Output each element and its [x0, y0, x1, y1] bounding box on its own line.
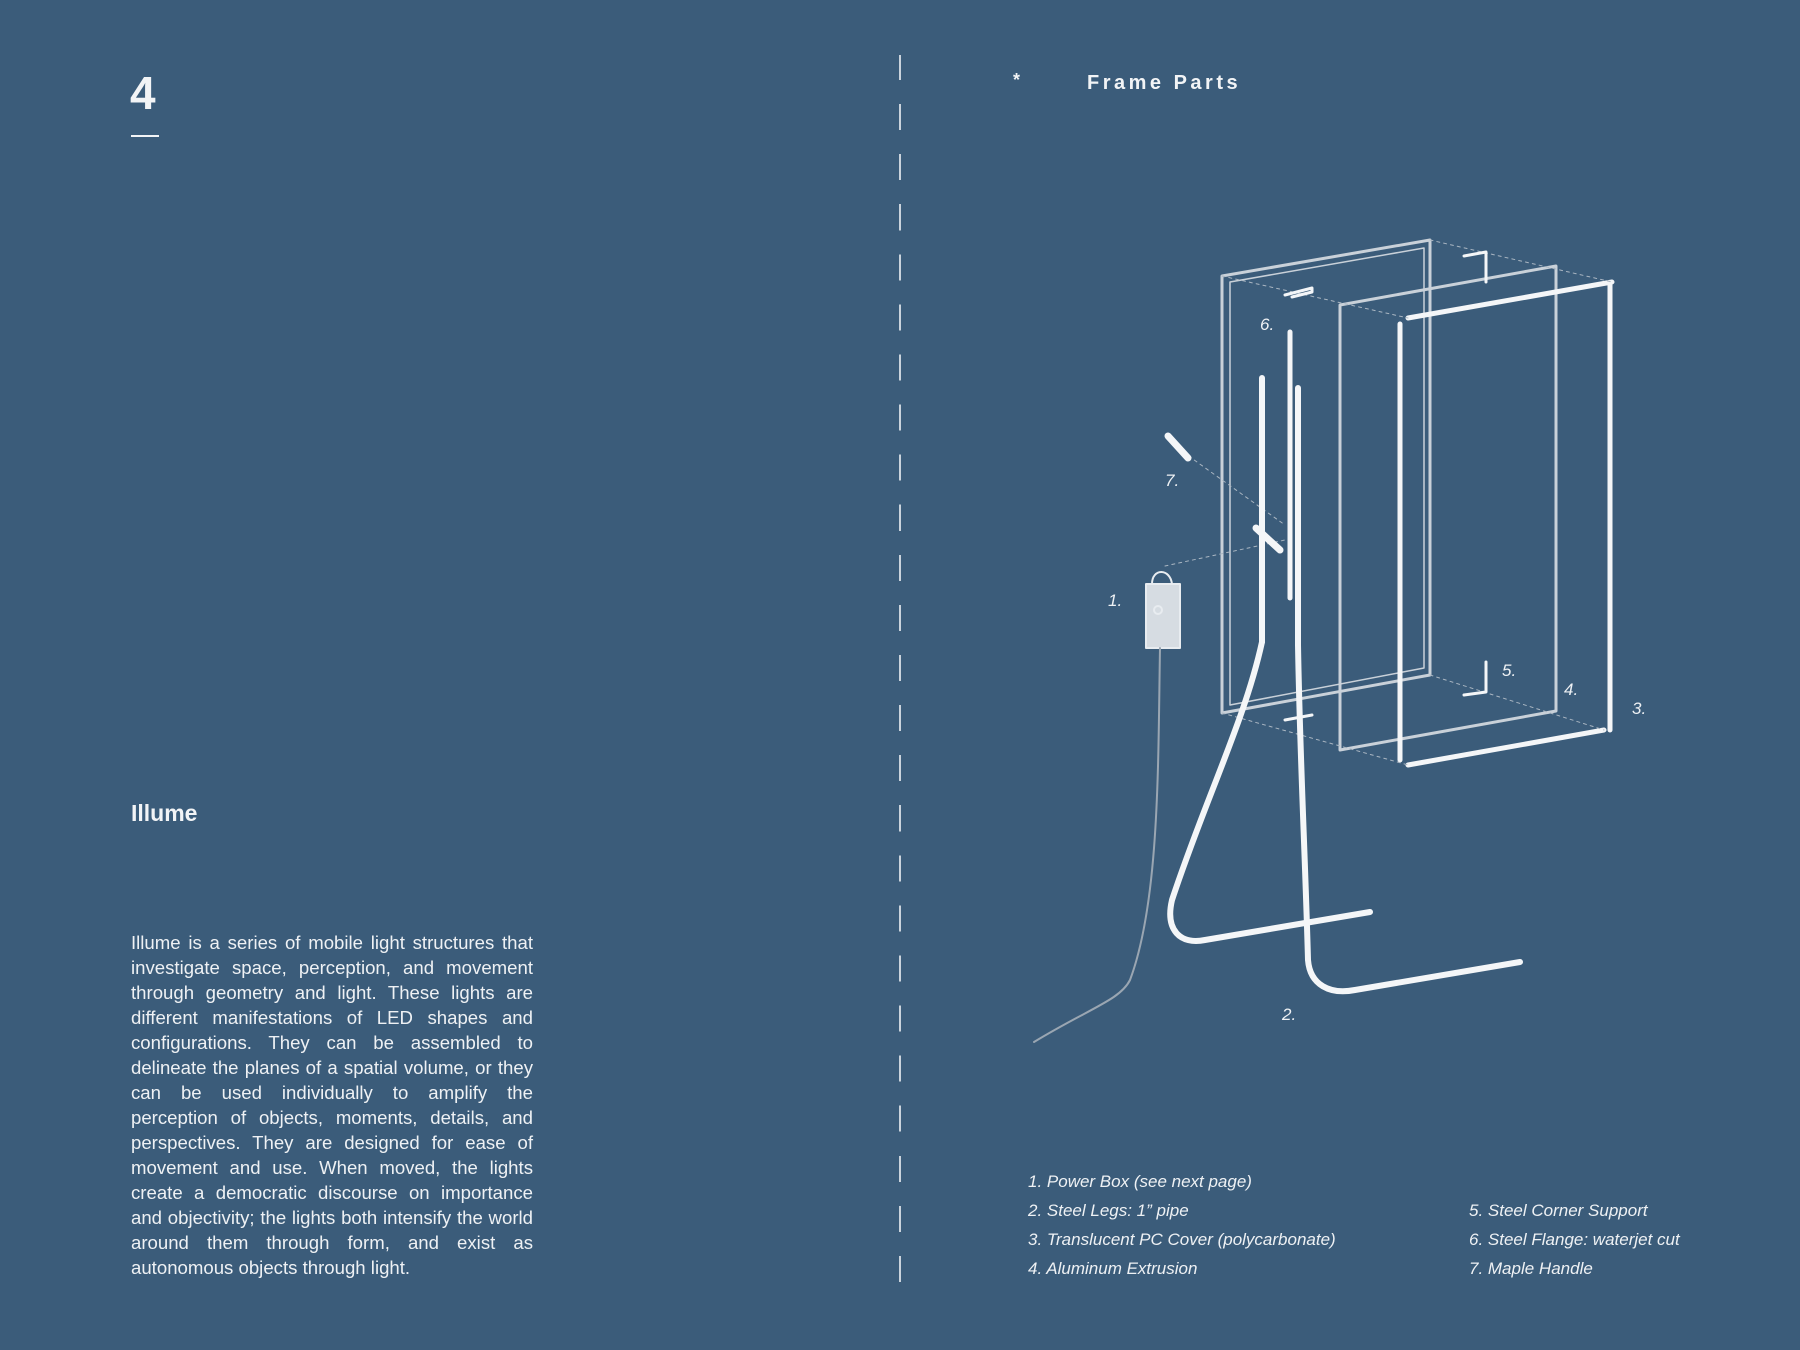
- callout-3: 3.: [1632, 699, 1646, 718]
- callout-1: 1.: [1108, 591, 1122, 610]
- legend-item-2: 2. Steel Legs: 1” pipe: [1028, 1201, 1189, 1220]
- page-number: 4: [130, 67, 156, 119]
- maple-handle: [1164, 432, 1284, 554]
- project-description: Illume is a series of mobile light struc…: [131, 932, 533, 1278]
- section-marker: *: [1013, 70, 1021, 90]
- legend-item-3: 3. Translucent PC Cover (polycarbonate): [1028, 1230, 1336, 1249]
- middle-frame: [1338, 264, 1558, 752]
- callout-2: 2.: [1281, 1005, 1296, 1024]
- page-number-rule: [131, 135, 159, 137]
- legend-item-1: 1. Power Box (see next page): [1028, 1172, 1252, 1191]
- corner-supports: [1462, 250, 1488, 697]
- page-divider: [899, 55, 901, 1295]
- steel-legs: [1167, 375, 1523, 995]
- legend-item-5: 5. Steel Corner Support: [1469, 1201, 1648, 1220]
- diagram-callouts: 1. 2. 3. 4. 5. 6. 7.: [1108, 315, 1646, 1024]
- callout-7: 7.: [1165, 471, 1179, 490]
- power-box: [1033, 571, 1181, 1043]
- project-title: Illume: [131, 800, 198, 826]
- legend-item-6: 6. Steel Flange: waterjet cut: [1469, 1230, 1680, 1249]
- callout-6: 6.: [1260, 315, 1274, 334]
- legend-item-4: 4. Aluminum Extrusion: [1028, 1259, 1198, 1278]
- section-title: Frame Parts: [1087, 72, 1242, 94]
- construction-lines: [1164, 239, 1613, 766]
- callout-4: 4.: [1564, 680, 1578, 699]
- exploded-frame-diagram: 1. 2. 3. 4. 5. 6. 7.: [1033, 238, 1646, 1043]
- callout-5: 5.: [1502, 661, 1516, 680]
- legend-item-7: 7. Maple Handle: [1469, 1259, 1593, 1278]
- front-bars: [1287, 279, 1615, 768]
